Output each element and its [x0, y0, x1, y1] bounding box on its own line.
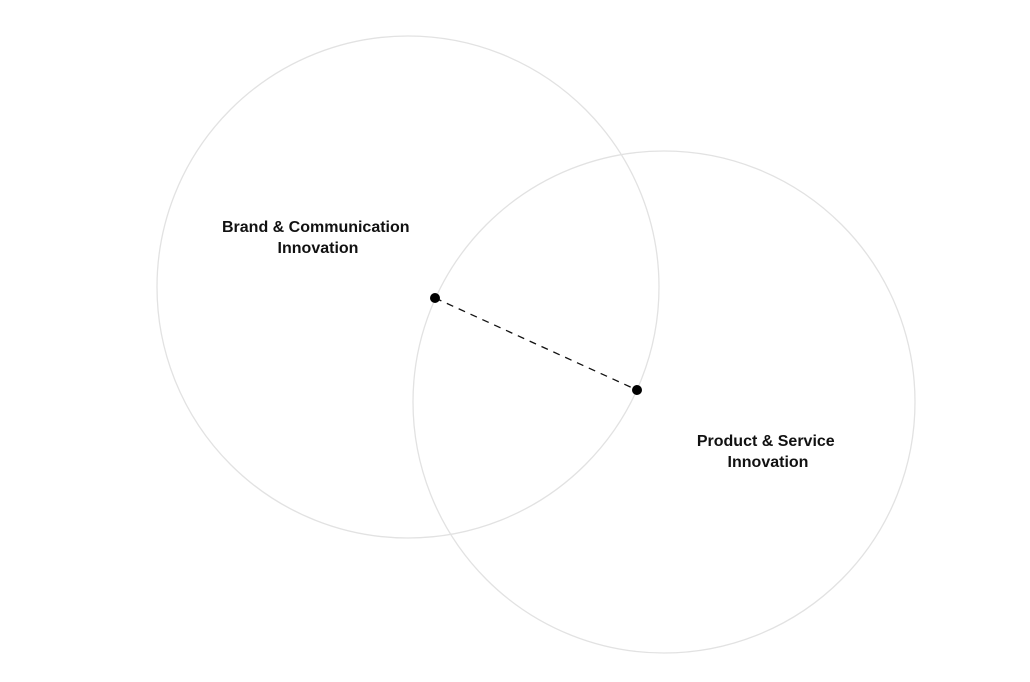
brand-communication-circle: [156, 35, 660, 539]
dashed-connector: [434, 297, 638, 391]
product-center-dot: [632, 385, 642, 395]
brand-center-dot: [430, 293, 440, 303]
brand-communication-label: Brand & Communication Innovation: [222, 219, 414, 257]
product-label-line-1: Product & Service: [697, 433, 835, 450]
product-service-circle: [412, 150, 916, 654]
product-label-line-2: Innovation: [728, 454, 809, 471]
brand-label-line-1: Brand & Communication: [222, 219, 410, 236]
brand-label-line-2: Innovation: [278, 240, 359, 257]
product-service-label: Product & Service Innovation: [697, 433, 839, 471]
